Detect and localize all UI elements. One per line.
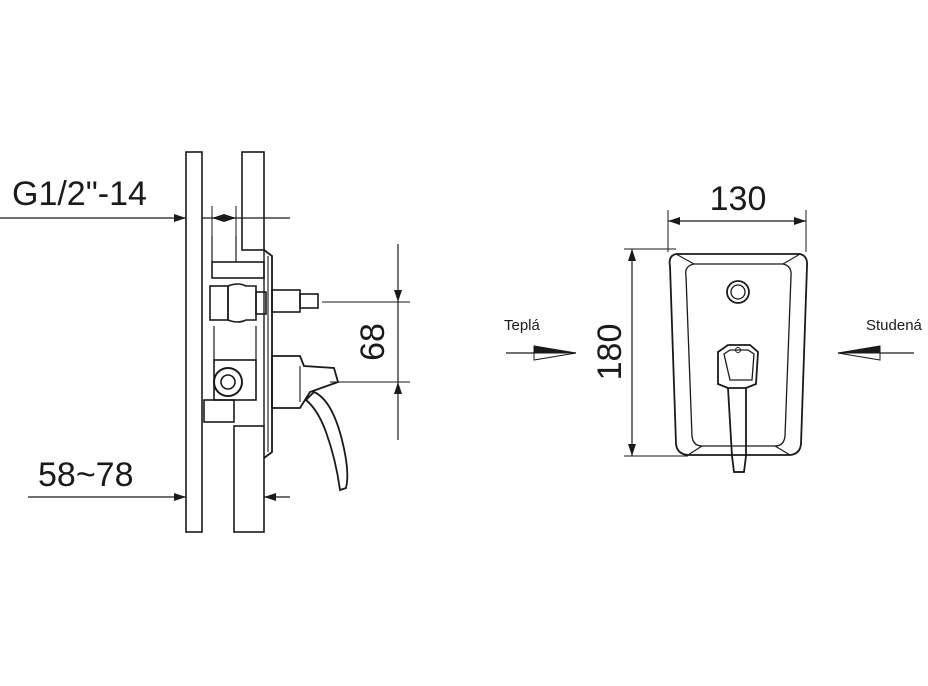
cover-plate-outer <box>668 253 809 456</box>
wall-depth-dimension: 58~78 <box>28 456 290 501</box>
height-dimension-side: 68 <box>322 244 410 440</box>
cover-plate-side <box>263 249 273 459</box>
height-dimension-front: 180 <box>591 248 688 457</box>
diverter-button <box>726 280 750 304</box>
cold-label: Studená <box>866 317 923 334</box>
hot-water-indicator: Teplá <box>504 317 577 361</box>
wall-mid-lower-hatch <box>233 425 265 533</box>
height-label-side: 68 <box>354 323 392 361</box>
lever-handle-side <box>271 355 349 492</box>
thread-label: G1/2"-14 <box>12 175 147 213</box>
wall-depth-label: 58~78 <box>38 456 134 494</box>
cover-plate-inner <box>685 263 792 447</box>
valve-body <box>203 261 267 423</box>
front-view: 130 180 Teplá Studená <box>504 180 923 473</box>
side-view: G1/2"-14 58~78 68 <box>0 151 410 533</box>
width-dimension: 130 <box>667 180 807 252</box>
cold-water-indicator: Studená <box>837 317 923 361</box>
width-label: 130 <box>710 180 767 218</box>
lever-handle-front <box>717 344 759 473</box>
thread-dimension: G1/2"-14 <box>0 175 290 236</box>
wall-left-hatch <box>185 151 203 533</box>
diverter-knob <box>271 289 319 313</box>
wall-mid-upper-hatch <box>241 151 265 251</box>
height-label-front: 180 <box>591 324 629 381</box>
hot-label: Teplá <box>504 317 541 334</box>
